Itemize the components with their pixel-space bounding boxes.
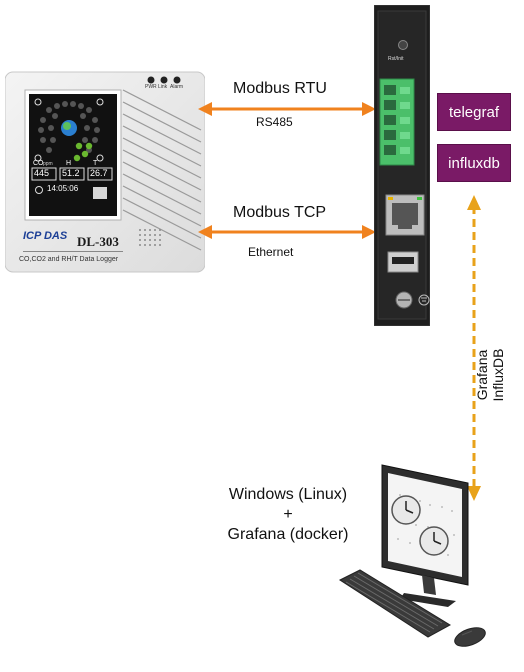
rs485-label: RS485 bbox=[256, 115, 293, 129]
modbus-rtu-label: Modbus RTU bbox=[233, 80, 327, 97]
workstation-line3: Grafana (docker) bbox=[227, 526, 349, 543]
led-label-pwr: PWR bbox=[145, 84, 157, 90]
workstation-line2: + bbox=[283, 506, 293, 523]
model-name: DL-303 bbox=[77, 234, 119, 249]
screen-time: 14:05:06 bbox=[47, 184, 79, 193]
workstation-computer bbox=[330, 455, 520, 665]
clock-icon-2 bbox=[419, 526, 449, 556]
screen-t-label: T bbox=[93, 160, 98, 167]
device-caption: CO,CO2 and RH/T Data Logger bbox=[19, 256, 119, 263]
model-underline bbox=[23, 251, 123, 252]
modbus-rtu-arrow bbox=[198, 102, 376, 116]
connection-label-line1: Grafana bbox=[474, 349, 490, 401]
screen-h-value: 51.2 bbox=[62, 168, 80, 178]
screen-t-value: 26.7 bbox=[90, 168, 108, 178]
screen-co-value: 445 bbox=[34, 168, 50, 178]
brand-logo: ICP DAS bbox=[23, 230, 68, 242]
computer-illustration bbox=[338, 464, 486, 647]
screen-co-unit: ppm bbox=[43, 161, 53, 167]
clock-icon-1 bbox=[391, 495, 421, 525]
reset-init-label: Rst/Init bbox=[388, 56, 404, 62]
ethernet-label: Ethernet bbox=[248, 245, 294, 259]
app-telegraf: telegraf bbox=[437, 93, 511, 131]
workstation-label: Windows (Linux) + Grafana (docker) bbox=[208, 485, 368, 545]
led-label-alarm: Alarm bbox=[170, 84, 184, 90]
data-logger-device: PWR Link Alarm CO ppm H T 445 51.2 26.7 … bbox=[4, 70, 206, 275]
workstation-line1: Windows (Linux) bbox=[228, 486, 348, 503]
gateway-module-body bbox=[373, 4, 431, 327]
screen-co-label: CO bbox=[33, 160, 44, 167]
screen-h-label: H bbox=[66, 160, 72, 167]
led-label-link: Link bbox=[158, 84, 168, 90]
app-influxdb: influxdb bbox=[437, 144, 511, 182]
gateway-module: Rst/Init bbox=[373, 4, 431, 327]
modbus-tcp-label: Modbus TCP bbox=[233, 204, 327, 221]
modbus-tcp-arrow bbox=[198, 225, 376, 239]
grafana-influxdb-dashed-arrow bbox=[467, 195, 481, 501]
connection-label-line2: InfluxDB bbox=[490, 348, 506, 402]
data-logger-body bbox=[4, 71, 206, 273]
clock-icon bbox=[35, 186, 43, 194]
